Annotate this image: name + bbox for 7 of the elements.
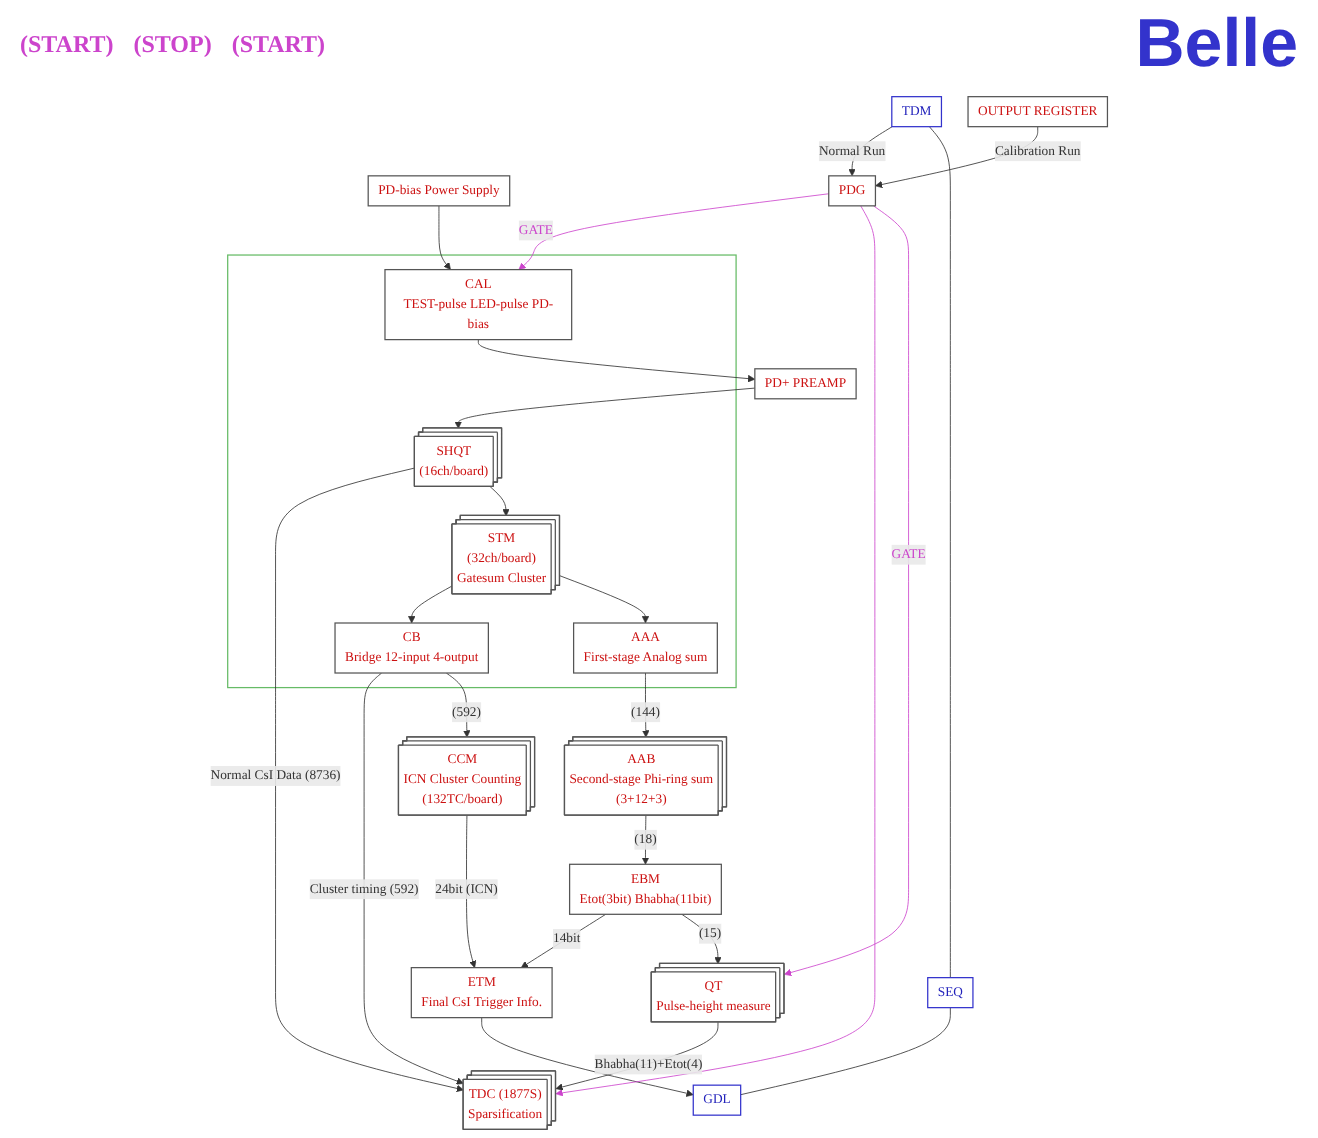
connector — [740, 1007, 951, 1096]
connector — [929, 126, 951, 979]
title: Belle — [1135, 5, 1298, 83]
signal-label: (START) — [231, 29, 326, 59]
cluster — [227, 254, 737, 689]
signal-label: (STOP) — [133, 29, 212, 59]
signal-label: (START) — [20, 29, 114, 59]
